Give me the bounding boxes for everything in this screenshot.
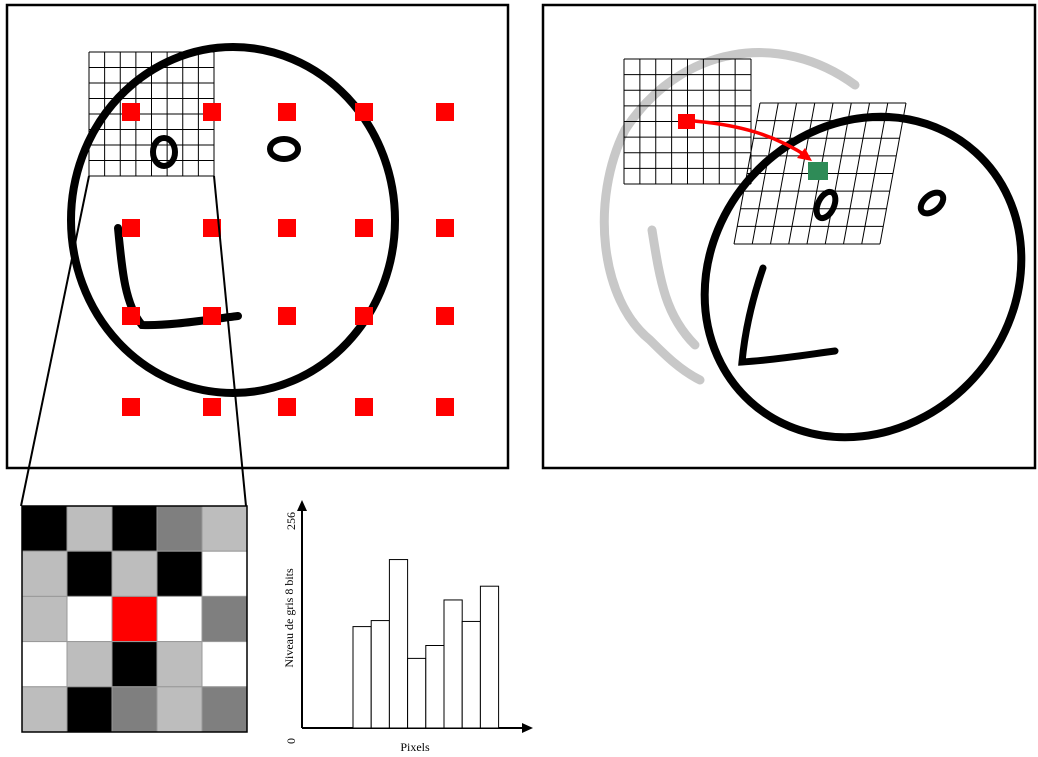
left-panel (7, 5, 508, 506)
pixel-cell (22, 596, 67, 641)
histogram-bar (444, 600, 462, 728)
pixel-cell (112, 687, 157, 732)
pixel-cell (67, 506, 112, 551)
pixel-cell (67, 551, 112, 596)
pixel-cell (67, 596, 112, 641)
red-marker (436, 219, 454, 237)
histogram-bar (371, 621, 389, 728)
red-marker (436, 398, 454, 416)
y-tick-bottom: 0 (284, 738, 298, 744)
pixel-cell (157, 596, 202, 641)
histogram-bar (426, 646, 444, 729)
left-panel-frame (7, 5, 508, 468)
histogram: 256 0 Niveau de gris 8 bits Pixels (282, 500, 533, 754)
pixel-cell (112, 596, 157, 641)
red-marker (355, 307, 373, 325)
red-marker (355, 398, 373, 416)
red-marker (278, 219, 296, 237)
right-panel-frame (543, 5, 1035, 468)
red-marker (436, 103, 454, 121)
histogram-bars (353, 560, 499, 728)
pixel-cell (157, 642, 202, 687)
pixel-cell (112, 642, 157, 687)
zoomed-pixel-grid (22, 506, 247, 732)
pixel-cell (22, 642, 67, 687)
histogram-bar (353, 627, 371, 728)
pixel-cell (112, 551, 157, 596)
red-marker (122, 103, 140, 121)
pixel-cell (202, 596, 247, 641)
red-marker (278, 103, 296, 121)
red-marker (122, 307, 140, 325)
pixel-cell (22, 687, 67, 732)
histogram-bar (408, 658, 426, 728)
x-axis-arrow (522, 723, 533, 733)
red-marker (436, 307, 454, 325)
pixel-cell (202, 506, 247, 551)
histogram-bar (389, 560, 407, 728)
red-marker (355, 219, 373, 237)
pixel-cell (22, 551, 67, 596)
red-marker (203, 398, 221, 416)
y-tick-top: 256 (284, 512, 298, 530)
red-marker (355, 103, 373, 121)
histogram-bar (480, 586, 498, 728)
pixel-cell (157, 551, 202, 596)
pixel-cell (202, 551, 247, 596)
red-marker (122, 219, 140, 237)
pixel-cell (202, 687, 247, 732)
pixel-cell (22, 506, 67, 551)
y-axis-arrow (297, 500, 307, 511)
source-pixel (678, 114, 695, 129)
pixel-cell (67, 642, 112, 687)
pixel-cell (202, 642, 247, 687)
target-pixel (808, 162, 828, 180)
red-marker (203, 103, 221, 121)
red-marker (203, 307, 221, 325)
red-marker (278, 307, 296, 325)
x-axis-label: Pixels (400, 740, 430, 754)
red-marker (278, 398, 296, 416)
pixel-cell (112, 506, 157, 551)
red-marker (122, 398, 140, 416)
pixel-cell (67, 687, 112, 732)
pixel-cell (157, 687, 202, 732)
pixel-cell (157, 506, 202, 551)
y-axis-label: Niveau de gris 8 bits (282, 568, 296, 668)
right-panel (543, 5, 1038, 502)
histogram-bar (462, 621, 480, 728)
